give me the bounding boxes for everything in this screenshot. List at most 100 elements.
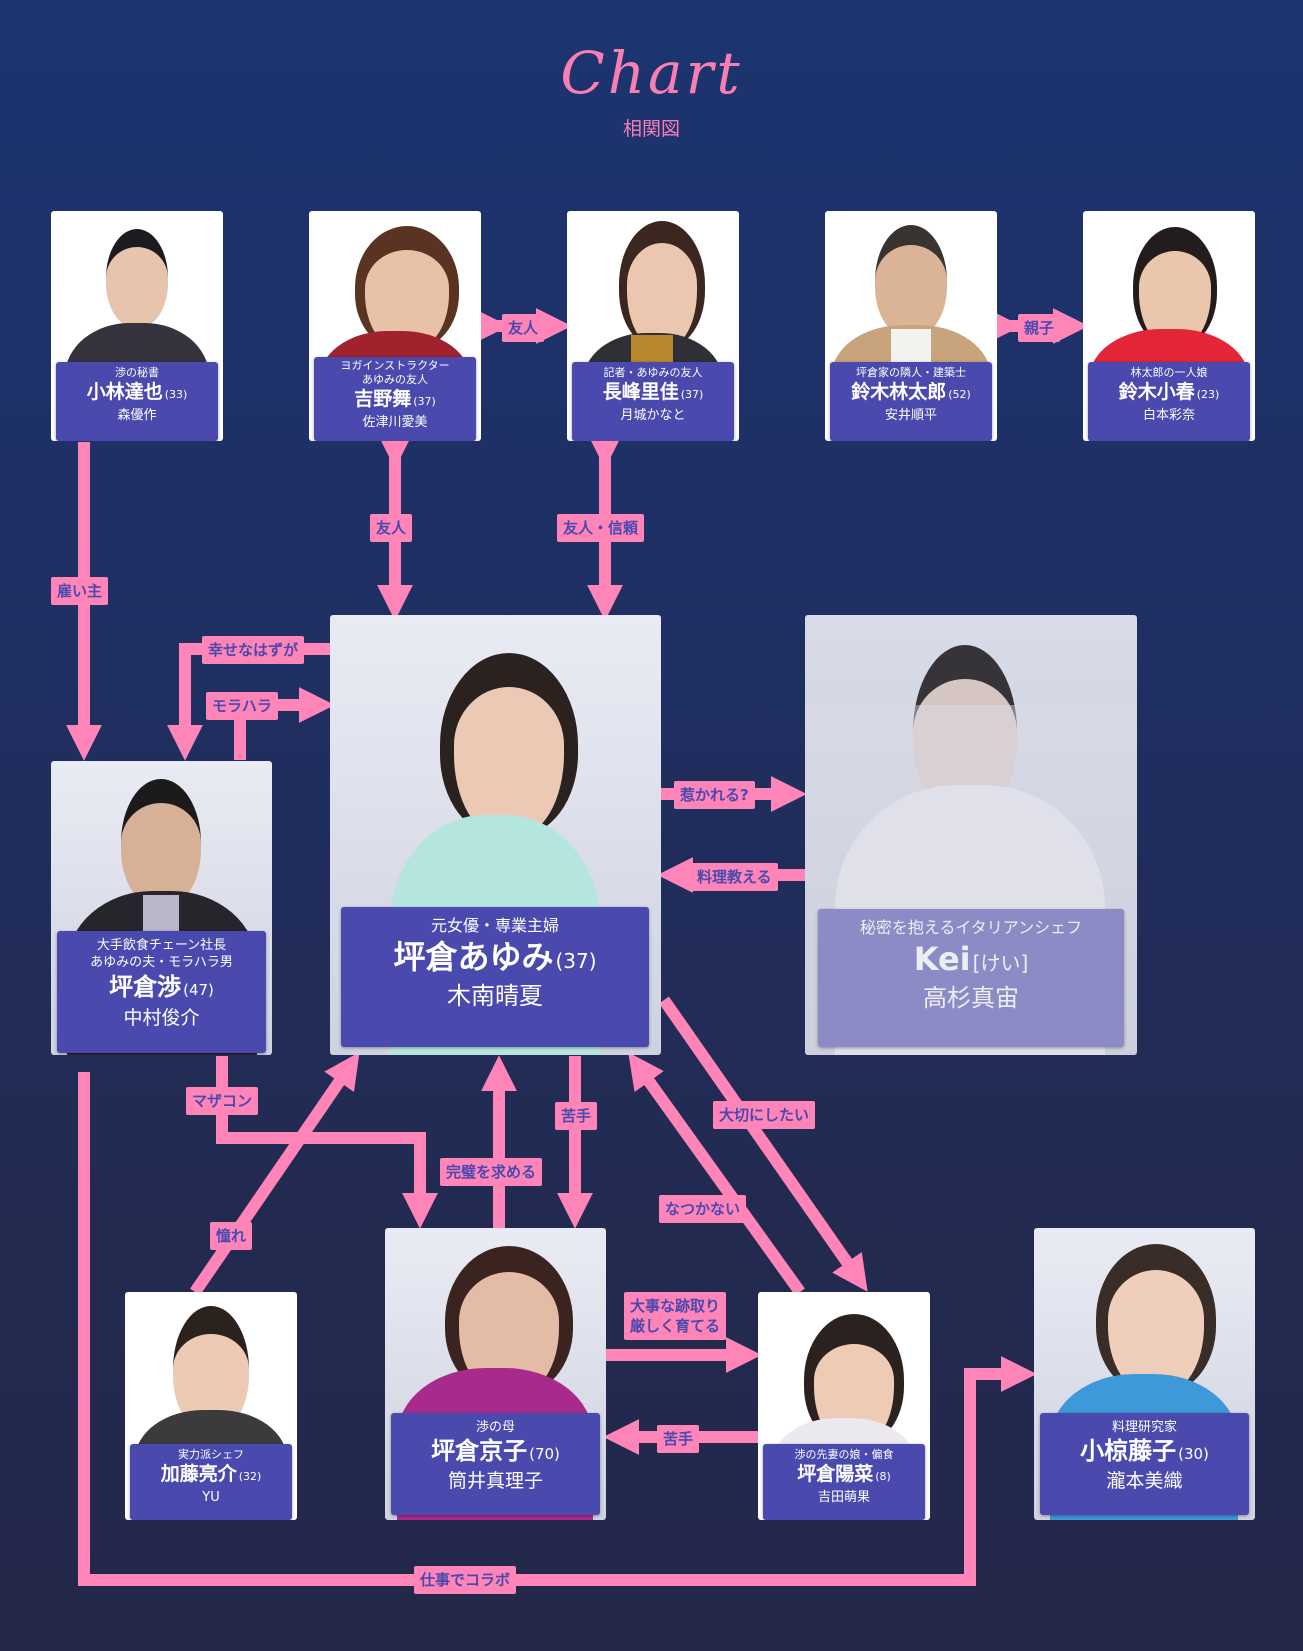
character-age: (37): [413, 395, 436, 408]
relation-label: 雇い主: [51, 577, 109, 605]
character-role: ヨガインストラクター: [340, 359, 450, 372]
name-plate: 元女優・専業主婦 坪倉あゆみ(37) 木南晴夏: [341, 907, 649, 1047]
actor-name: 月城かなと: [620, 408, 686, 423]
card-rintaro[interactable]: 坪倉家の隣人・建築士 鈴木林太郎(52) 安井順平: [825, 211, 997, 441]
character-role: 渉の秘書: [115, 366, 159, 379]
character-role: 林太郎の一人娘: [1130, 366, 1208, 379]
link-ayumi-haruna: [659, 996, 868, 1292]
character-age: (8): [875, 1470, 891, 1483]
actor-name: 木南晴夏: [447, 982, 543, 1010]
character-age: (37): [555, 949, 597, 973]
card-ogura[interactable]: 料理研究家 小椋藤子(30) 瀧本美織: [1034, 1228, 1255, 1520]
name-plate: 秘密を抱えるイタリアンシェフ Kei[けい] 高杉真宙: [818, 909, 1124, 1047]
relation-label: 苦手: [657, 1425, 700, 1453]
actor-name: 白本彩奈: [1142, 408, 1195, 423]
character-role: 坪倉家の隣人・建築士: [856, 366, 966, 379]
link-wataru-ogura: [78, 1072, 1037, 1586]
character-age: (47): [183, 981, 214, 999]
card-wataru[interactable]: 大手飲食チェーン社長 あゆみの夫・モラハラ男 坪倉渉(47) 中村俊介: [51, 761, 272, 1055]
character-age: (23): [1196, 388, 1220, 401]
character-name: 坪倉渉: [109, 973, 182, 1001]
character-name: 加藤亮介: [160, 1463, 237, 1485]
character-role: 秘密を抱えるイタリアンシェフ: [859, 918, 1083, 937]
link-kato-ayumi: [190, 1052, 360, 1296]
chart-title: Chart: [560, 39, 743, 107]
name-plate: 坪倉家の隣人・建築士 鈴木林太郎(52) 安井順平: [830, 362, 992, 441]
link-haruna-ayumi: [628, 1052, 805, 1296]
character-name: Kei: [913, 940, 971, 978]
name-plate: 記者・あゆみの友人 長峰里佳(37) 月城かなと: [572, 362, 734, 441]
character-role: 元女優・専業主婦: [430, 916, 559, 935]
character-role: 渉の先妻の娘・偏食: [794, 1448, 894, 1461]
name-plate: 料理研究家 小椋藤子(30) 瀧本美織: [1040, 1413, 1249, 1515]
actor-name: 中村俊介: [123, 1007, 200, 1029]
card-kobayashi[interactable]: 渉の秘書 小林達也(33) 森優作: [51, 211, 223, 441]
character-age: (32): [238, 1470, 262, 1483]
card-nagamine[interactable]: 記者・あゆみの友人 長峰里佳(37) 月城かなと: [567, 211, 739, 441]
character-name: 小椋藤子: [1080, 1437, 1177, 1465]
relation-label: モラハラ: [206, 692, 278, 720]
card-kei[interactable]: 秘密を抱えるイタリアンシェフ Kei[けい] 高杉真宙: [805, 615, 1137, 1055]
card-haruna[interactable]: 渉の先妻の娘・偏食 坪倉陽菜(8) 吉田萌果: [758, 1292, 930, 1520]
relation-label: 仕事でコラボ: [414, 1566, 517, 1594]
card-yoshino[interactable]: ヨガインストラクター あゆみの友人 吉野舞(37) 佐津川愛美: [309, 211, 481, 441]
actor-name: YU: [202, 1490, 220, 1505]
relation-label: 友人: [370, 514, 413, 542]
relation-label: 憧れ: [210, 1222, 253, 1250]
relation-label: 友人・信頼: [557, 514, 645, 542]
character-age: (37): [680, 388, 704, 401]
name-plate: 渉の先妻の娘・偏食 坪倉陽菜(8) 吉田萌果: [763, 1444, 925, 1520]
character-age: (70): [529, 1445, 560, 1463]
character-name: 長峰里佳: [602, 381, 679, 403]
character-role-secondary: あゆみの友人: [362, 373, 428, 386]
relation-label: 苦手: [555, 1102, 598, 1130]
character-role: 実力派シェフ: [178, 1448, 244, 1461]
actor-name: 瀧本美織: [1106, 1470, 1183, 1492]
character-name: 坪倉あゆみ: [393, 938, 554, 976]
relation-label: 親子: [1018, 314, 1061, 342]
name-plate: 林太郎の一人娘 鈴木小春(23) 白本彩奈: [1088, 362, 1250, 441]
card-kato[interactable]: 実力派シェフ 加藤亮介(32) YU: [125, 1292, 297, 1520]
character-age: (33): [164, 388, 188, 401]
actor-name: 吉田萌果: [817, 1490, 870, 1505]
actor-name: 安井順平: [884, 408, 937, 423]
relation-label: 大切にしたい: [713, 1101, 816, 1129]
character-name: 坪倉京子: [431, 1437, 528, 1465]
name-plate: 実力派シェフ 加藤亮介(32) YU: [130, 1444, 292, 1520]
character-role: 大手飲食チェーン社長: [96, 938, 227, 953]
name-plate: 渉の秘書 小林達也(33) 森優作: [56, 362, 218, 441]
relation-label: マザコン: [186, 1087, 259, 1115]
relation-label: 料理教える: [691, 863, 778, 891]
card-ayumi[interactable]: 元女優・専業主婦 坪倉あゆみ(37) 木南晴夏: [330, 615, 661, 1055]
actor-name: 高杉真宙: [923, 984, 1019, 1012]
link-mazacon: [216, 1056, 438, 1229]
relation-label-line1: 大事な跡取り: [630, 1297, 721, 1315]
actor-name: 佐津川愛美: [362, 415, 428, 430]
name-plate: ヨガインストラクター あゆみの友人 吉野舞(37) 佐津川愛美: [314, 357, 476, 441]
relation-label: 完璧を求める: [440, 1158, 543, 1186]
relation-label: 大事な跡取り 厳しく育てる: [624, 1292, 727, 1340]
character-role: 渉の母: [475, 1420, 515, 1435]
character-name: 鈴木林太郎: [851, 381, 947, 403]
card-koharu[interactable]: 林太郎の一人娘 鈴木小春(23) 白本彩奈: [1083, 211, 1255, 441]
name-plate: 渉の母 坪倉京子(70) 筒井真理子: [391, 1413, 600, 1515]
name-plate: 大手飲食チェーン社長 あゆみの夫・モラハラ男 坪倉渉(47) 中村俊介: [57, 931, 266, 1053]
character-age: (30): [1178, 1445, 1209, 1463]
card-kyoko[interactable]: 渉の母 坪倉京子(70) 筒井真理子: [385, 1228, 606, 1520]
character-role: 料理研究家: [1111, 1420, 1177, 1435]
relation-label: なつかない: [659, 1195, 747, 1223]
character-name: 鈴木小春: [1118, 381, 1195, 403]
relation-label: 幸せなはずが: [202, 636, 305, 664]
character-name: 吉野舞: [354, 388, 412, 410]
relation-label: 友人: [502, 314, 545, 342]
character-name: 坪倉陽菜: [797, 1463, 874, 1485]
character-age: (52): [948, 388, 971, 401]
actor-name: 森優作: [117, 408, 157, 423]
actor-name: 筒井真理子: [447, 1470, 543, 1492]
character-name: 小林達也: [86, 381, 163, 403]
relation-label: 惹かれる?: [674, 781, 755, 809]
character-role-secondary: あゆみの夫・モラハラ男: [90, 955, 233, 970]
relation-label-line2: 厳しく育てる: [630, 1317, 721, 1335]
chart-subtitle: 相関図: [622, 118, 680, 140]
character-age: [けい]: [972, 951, 1029, 975]
